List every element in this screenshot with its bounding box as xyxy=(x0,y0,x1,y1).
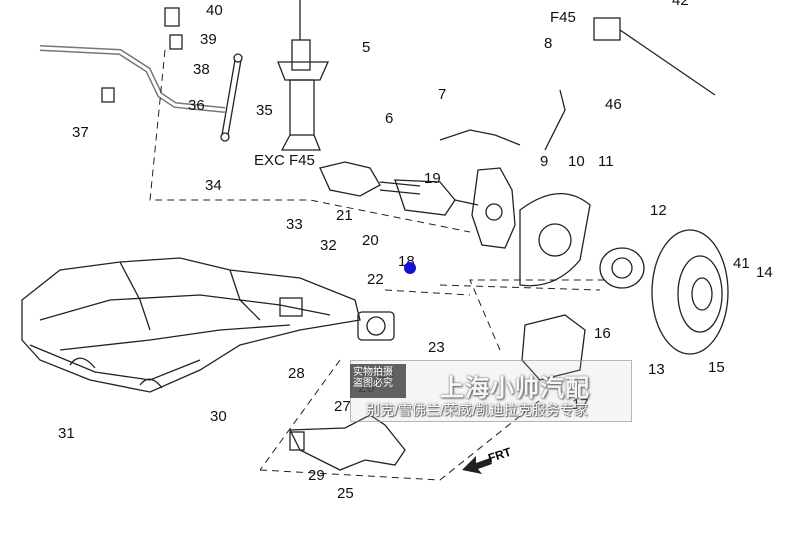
splash-shield xyxy=(519,193,591,287)
callout-29: 29 xyxy=(308,467,325,484)
callout-12: 12 xyxy=(650,202,667,219)
stamp-line-1: 实物拍摄 xyxy=(353,367,393,378)
callout-8: 8 xyxy=(544,35,553,52)
callout-32: 32 xyxy=(320,237,337,254)
front-arrow: FRT xyxy=(462,445,522,476)
wheel-speed-sensor xyxy=(439,89,566,151)
callout-15: 15 xyxy=(708,359,725,376)
callout-14: 14 xyxy=(756,264,773,281)
callout-34: 34 xyxy=(205,177,222,194)
wheel-hub xyxy=(599,247,645,289)
callout-42: 42 xyxy=(672,0,689,9)
callout-46: 46 xyxy=(605,96,622,113)
brake-rotor xyxy=(651,229,729,355)
callout-35: 35 xyxy=(256,102,273,119)
callout-7: 7 xyxy=(438,86,447,103)
callout-5: 5 xyxy=(362,39,371,56)
watermark-subtitle: 别克/雪佛兰/荣威/凯迪拉克服务专家 xyxy=(366,402,588,418)
callout-23: 23 xyxy=(428,339,445,356)
callout-10: 10 xyxy=(568,153,585,170)
callout-25: 25 xyxy=(337,485,354,502)
watermark-title: 上海小帅汽配 xyxy=(440,375,590,402)
callout-39: 39 xyxy=(200,31,217,48)
callout-21: 21 xyxy=(336,207,353,224)
callout-31: 31 xyxy=(58,425,75,442)
arrow-icon xyxy=(462,456,492,474)
callout-27: 27 xyxy=(334,398,351,415)
callout-28: 28 xyxy=(288,365,305,382)
strut-assembly xyxy=(277,0,330,151)
callout-9: 9 xyxy=(540,153,549,170)
callout-exc-f45: EXC F45 xyxy=(254,152,315,169)
stabilizer-link xyxy=(220,53,243,142)
subframe xyxy=(21,257,361,393)
leader-lines xyxy=(149,49,610,481)
actuator-cable xyxy=(593,17,716,96)
callout-17: 17 xyxy=(572,396,589,413)
callout-40: 40 xyxy=(206,2,223,19)
steering-knuckle xyxy=(471,167,516,249)
callout-13: 13 xyxy=(648,361,665,378)
callout-36: 36 xyxy=(188,97,205,114)
stamp-line-2: 盗图必究 xyxy=(353,378,393,389)
lower-control-arm xyxy=(288,414,406,471)
callout-30: 30 xyxy=(210,408,227,425)
callout-f45: F45 xyxy=(550,9,576,26)
callout-38: 38 xyxy=(193,61,210,78)
watermark-stamp: 实物拍摄 盗图必究 xyxy=(350,364,406,398)
callout-37: 37 xyxy=(72,124,89,141)
marker-dot xyxy=(404,262,416,274)
callout-22: 22 xyxy=(367,271,384,288)
callout-6: 6 xyxy=(385,110,394,127)
callout-41: 41 xyxy=(733,255,750,272)
drive-axle xyxy=(319,161,479,216)
callout-33: 33 xyxy=(286,216,303,233)
callout-19: 19 xyxy=(424,170,441,187)
stabilizer-bar xyxy=(39,7,226,113)
callout-20: 20 xyxy=(362,232,379,249)
callout-16: 16 xyxy=(594,325,611,342)
callout-11: 11 xyxy=(598,153,614,170)
control-arm-bushing xyxy=(357,311,395,341)
